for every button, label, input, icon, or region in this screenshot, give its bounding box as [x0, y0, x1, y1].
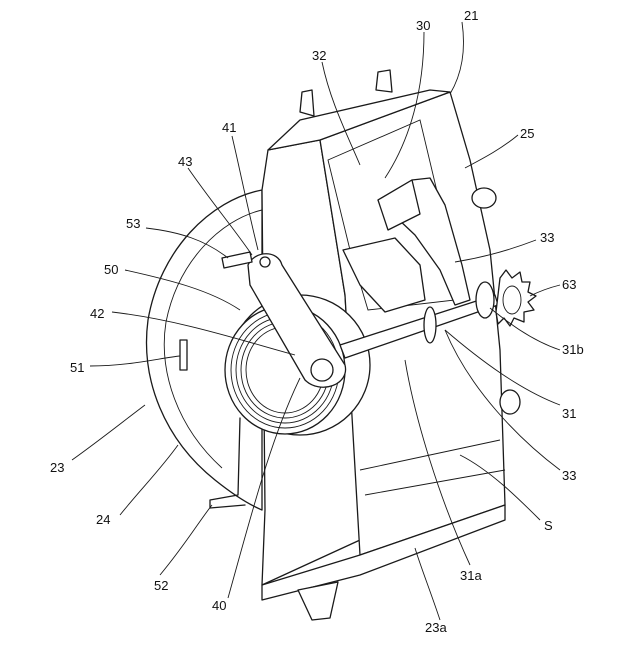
label-32: 32	[312, 48, 326, 63]
label-21: 21	[464, 8, 478, 23]
label-51: 51	[70, 360, 84, 375]
leader-24	[120, 445, 178, 515]
label-33-lower: 33	[562, 468, 576, 483]
leader-63	[530, 285, 560, 296]
right-boss-lower	[500, 390, 520, 414]
arm-pivot	[311, 359, 333, 381]
leader-23a	[415, 548, 440, 620]
label-40: 40	[212, 598, 226, 613]
leader-25	[465, 135, 518, 168]
label-41: 41	[222, 120, 236, 135]
label-52: 52	[154, 578, 168, 593]
label-63: 63	[562, 277, 576, 292]
label-31b: 31b	[562, 342, 584, 357]
label-31a: 31a	[460, 568, 482, 583]
slot-51	[180, 340, 187, 370]
label-43: 43	[178, 154, 192, 169]
right-boss-upper	[472, 188, 496, 208]
label-30: 30	[416, 18, 430, 33]
leader-21	[450, 22, 464, 94]
top-tab-right	[376, 70, 392, 92]
label-S: S	[544, 518, 553, 533]
label-33-upper: 33	[540, 230, 554, 245]
top-tab-left	[300, 90, 314, 116]
label-42: 42	[90, 306, 104, 321]
shaft-end-31b	[476, 282, 494, 318]
shaft-collar	[424, 307, 436, 343]
leader-23	[72, 405, 145, 460]
label-23a: 23a	[425, 620, 447, 635]
label-50: 50	[104, 262, 118, 277]
label-25: 25	[520, 126, 534, 141]
label-24: 24	[96, 512, 110, 527]
label-23: 23	[50, 460, 64, 475]
leader-52	[160, 505, 212, 575]
label-31: 31	[562, 406, 576, 421]
arm-top-pin	[260, 257, 270, 267]
label-53: 53	[126, 216, 140, 231]
